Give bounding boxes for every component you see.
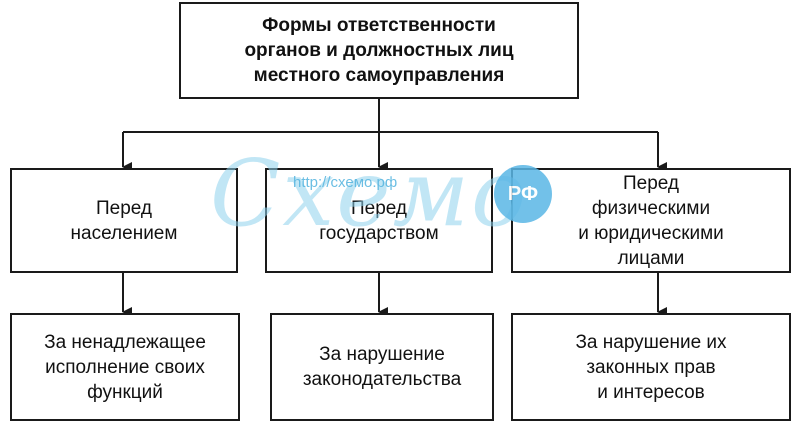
branch-node-state: Перед государством — [265, 168, 493, 273]
root-node: Формы ответственности органов и должност… — [179, 2, 579, 99]
root-node-text: Формы ответственности органов и должност… — [244, 15, 514, 86]
result-node-state: За нарушение законодательства — [270, 313, 494, 421]
result-node-text: За нарушение законодательства — [302, 344, 462, 390]
branch-node-text: Перед государством — [319, 197, 439, 244]
branch-node-population: Перед населением — [10, 168, 238, 273]
result-node-population: За ненадлежащее исполнение своих функций — [10, 313, 240, 421]
branch-node-persons: Перед физическими и юридическими лицами — [511, 168, 791, 273]
result-node-text: За нарушение их законных прав и интересо… — [575, 331, 727, 403]
branch-node-text: Перед физическими и юридическими лицами — [578, 172, 724, 269]
result-node-persons: За нарушение их законных прав и интересо… — [511, 313, 791, 421]
branch-node-text: Перед населением — [70, 197, 178, 244]
result-node-text: За ненадлежащее исполнение своих функций — [44, 331, 206, 403]
